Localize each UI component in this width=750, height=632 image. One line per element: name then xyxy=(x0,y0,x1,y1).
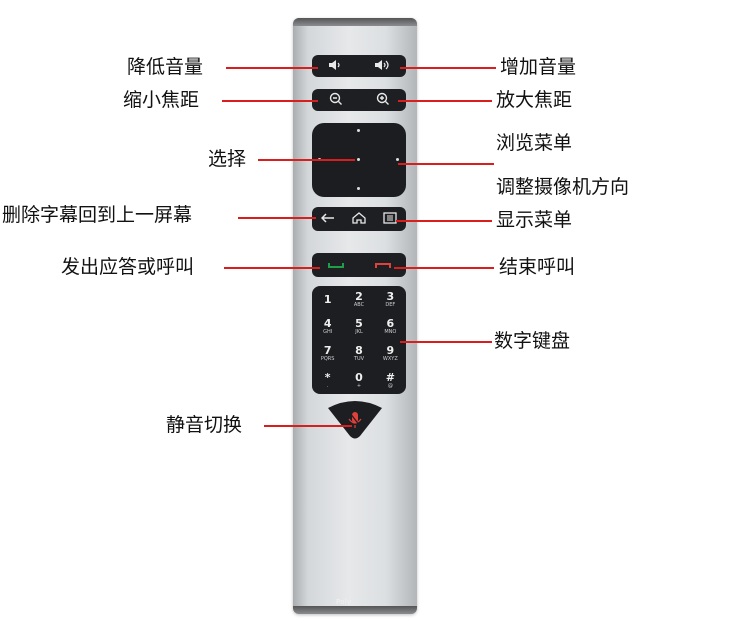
keypad-key[interactable]: 0+ xyxy=(343,367,374,394)
end-call-leader xyxy=(394,267,494,269)
key-digit: 1 xyxy=(323,293,332,306)
label-call-answer: 发出应答或呼叫 xyxy=(61,256,195,278)
key-letters: + xyxy=(356,383,362,389)
remote-bottom-cap xyxy=(293,606,417,614)
volume-up-leader xyxy=(400,67,496,69)
volume-button-row xyxy=(312,55,406,77)
key-digit: 6 xyxy=(386,317,395,330)
dpad-down-dot xyxy=(357,187,360,190)
label-zoom-in: 放大焦距 xyxy=(496,89,573,111)
call-leader xyxy=(224,267,320,269)
volume-down-leader xyxy=(226,67,318,69)
zoom-out-icon[interactable] xyxy=(329,92,343,109)
label-delete-back: 删除字幕回到上一屏幕 xyxy=(2,204,193,226)
key-digit: 7 xyxy=(323,344,332,357)
microphone-icon xyxy=(348,412,362,428)
menu-icon[interactable] xyxy=(383,211,397,227)
key-digit: 0 xyxy=(355,371,363,384)
menu-leader xyxy=(396,220,492,222)
zoom-in-leader xyxy=(398,100,492,102)
zoom-in-icon[interactable] xyxy=(376,92,390,109)
key-letters: GHI xyxy=(323,329,333,335)
key-letters: @ xyxy=(387,383,393,389)
call-answer-icon[interactable] xyxy=(327,258,344,272)
label-volume-down: 降低音量 xyxy=(127,56,204,78)
browse-leader xyxy=(398,163,494,165)
key-digit: 8 xyxy=(355,344,363,357)
keypad-key[interactable]: *. xyxy=(312,367,343,394)
home-icon[interactable] xyxy=(352,211,366,227)
zoom-button-row xyxy=(312,89,406,111)
key-digit: 5 xyxy=(355,317,363,330)
back-arrow-icon[interactable] xyxy=(320,212,335,226)
remote-top-cap xyxy=(293,18,417,26)
call-button-row xyxy=(312,253,406,277)
label-mute-toggle: 静音切换 xyxy=(166,414,243,436)
label-keypad: 数字键盘 xyxy=(494,330,571,352)
end-call-icon[interactable] xyxy=(374,258,391,272)
keypad-leader xyxy=(400,341,492,343)
key-digit: 9 xyxy=(386,344,395,357)
key-letters: ABC xyxy=(353,302,365,308)
mute-leader xyxy=(264,425,352,427)
back-home-menu-row xyxy=(312,207,406,231)
label-browse-menu: 浏览菜单 xyxy=(496,132,573,154)
key-letters: PQRS xyxy=(320,356,335,362)
key-digit: * xyxy=(324,371,331,384)
key-letters: JKL xyxy=(355,329,363,335)
key-digit: 4 xyxy=(323,317,332,330)
dpad-up-dot xyxy=(357,129,360,132)
brand-logo: Poly xyxy=(336,598,352,606)
volume-up-icon[interactable] xyxy=(374,59,390,74)
mute-button[interactable] xyxy=(322,400,388,440)
label-zoom-out: 缩小焦距 xyxy=(123,89,200,111)
label-show-menu: 显示菜单 xyxy=(496,209,573,231)
label-volume-up: 增加音量 xyxy=(500,56,577,78)
key-digit: 3 xyxy=(386,290,395,303)
key-letters: . xyxy=(326,383,329,389)
keypad-key[interactable]: 1 xyxy=(312,286,343,313)
label-select: 选择 xyxy=(208,148,247,170)
dpad-right-dot xyxy=(396,158,399,161)
select-leader xyxy=(258,159,355,161)
key-letters: MNO xyxy=(384,329,397,335)
keypad-key[interactable]: #@ xyxy=(375,367,406,394)
zoom-out-leader xyxy=(222,100,318,102)
label-adjust-camera: 调整摄像机方向 xyxy=(496,176,630,198)
back-leader xyxy=(238,217,316,219)
key-letters: TUV xyxy=(353,356,365,362)
dpad-center-dot xyxy=(357,158,360,161)
label-end-call: 结束呼叫 xyxy=(499,256,576,278)
key-digit: # xyxy=(385,371,395,384)
key-letters: DEF xyxy=(385,302,396,308)
volume-down-icon[interactable] xyxy=(328,59,342,74)
key-digit: 2 xyxy=(355,290,363,303)
key-letters: WXYZ xyxy=(382,356,398,362)
